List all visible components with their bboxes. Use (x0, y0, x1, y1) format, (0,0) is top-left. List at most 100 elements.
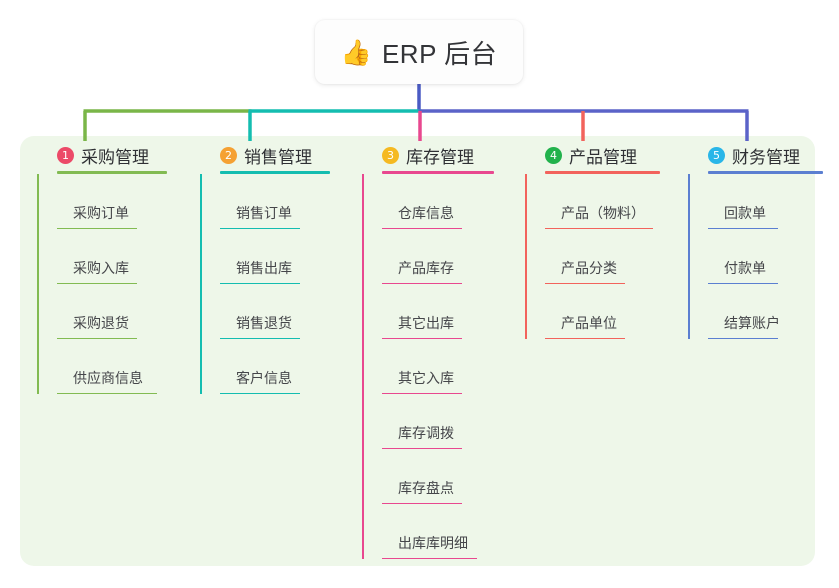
leaf-underline (708, 282, 778, 284)
leaf-item[interactable]: 其它出库 (382, 284, 474, 339)
leaf-item[interactable]: 产品（物料） (545, 174, 653, 229)
leaf-underline (220, 282, 300, 284)
leaf-underline (545, 282, 625, 284)
leaf-label: 采购入库 (73, 260, 129, 276)
leaf-label: 库存调拨 (398, 425, 454, 441)
leaf-label: 产品单位 (561, 315, 617, 331)
branch-header-underline (545, 171, 660, 174)
leaf-item[interactable]: 付款单 (708, 229, 800, 284)
leaf-label: 产品库存 (398, 260, 454, 276)
branch-column-sales: 2 销售管理销售订单销售出库销售退货客户信息 (200, 136, 330, 394)
leaf-underline (382, 282, 462, 284)
root-title: ERP 后台 (381, 38, 498, 69)
leaf-underline (708, 337, 778, 339)
branch-header-underline (57, 171, 167, 174)
leaf-item[interactable]: 回款单 (708, 174, 800, 229)
leaf-underline (57, 227, 137, 229)
branch-header-underline (708, 171, 823, 174)
leaf-label: 销售退货 (236, 315, 292, 331)
branch-spine (688, 174, 690, 339)
leaf-underline (545, 227, 653, 229)
branch-number-badge: 4 (545, 146, 562, 164)
leaf-label: 库存盘点 (398, 480, 454, 496)
leaf-underline (382, 392, 462, 394)
leaf-underline (382, 502, 462, 504)
leaf-item[interactable]: 其它入库 (382, 339, 474, 394)
leaf-label: 其它入库 (398, 370, 454, 386)
leaf-item[interactable]: 客户信息 (220, 339, 312, 394)
leaf-label: 出库库明细 (398, 535, 468, 551)
branch-number-badge: 1 (57, 146, 74, 164)
leaf-label: 客户信息 (236, 370, 292, 386)
branch-spine (362, 174, 364, 559)
leaf-underline (545, 337, 625, 339)
leaf-item[interactable]: 供应商信息 (57, 339, 157, 394)
leaf-item[interactable]: 销售订单 (220, 174, 312, 229)
leaf-label: 仓库信息 (398, 205, 454, 221)
leaf-label: 采购订单 (73, 205, 129, 221)
leaf-item[interactable]: 产品分类 (545, 229, 637, 284)
leaf-label: 销售出库 (236, 260, 292, 276)
leaf-underline (57, 392, 157, 394)
leaf-underline (220, 227, 300, 229)
branch-title: 销售管理 (244, 147, 312, 167)
branch-leaf-list-finance: 回款单付款单结算账户 (688, 174, 800, 339)
branch-column-product: 4 产品管理产品（物料） 产品分类产品单位 (525, 136, 660, 339)
thumbs-up-icon: 👍 (340, 38, 372, 67)
leaf-underline (382, 227, 462, 229)
leaf-item[interactable]: 库存调拨 (382, 394, 474, 449)
branch-column-finance: 5 财务管理回款单付款单结算账户 (688, 136, 823, 339)
leaf-label: 供应商信息 (73, 370, 143, 386)
leaf-label: 其它出库 (398, 315, 454, 331)
leaf-underline (382, 447, 462, 449)
branch-header-product[interactable]: 4 产品管理 (525, 136, 660, 174)
branch-header-inventory[interactable]: 3 库存管理 (362, 136, 494, 174)
branch-leaf-list-purchase: 采购订单采购入库采购退货供应商信息 (37, 174, 157, 394)
leaf-item[interactable]: 仓库信息 (382, 174, 474, 229)
branch-column-inventory: 3 库存管理仓库信息产品库存其它出库其它入库库存调拨库存盘点出库库明细 (362, 136, 494, 559)
branch-header-underline (220, 171, 330, 174)
leaf-label: 产品（物料） (561, 205, 645, 221)
branch-header-finance[interactable]: 5 财务管理 (688, 136, 823, 174)
leaf-label: 付款单 (724, 260, 766, 276)
branch-title: 库存管理 (406, 147, 474, 167)
leaf-label: 产品分类 (561, 260, 617, 276)
leaf-label: 结算账户 (724, 315, 780, 331)
leaf-item[interactable]: 销售出库 (220, 229, 312, 284)
branch-header-sales[interactable]: 2 销售管理 (200, 136, 330, 174)
diagram-panel (20, 136, 815, 566)
leaf-item[interactable]: 结算账户 (708, 284, 800, 339)
branch-title: 财务管理 (732, 147, 800, 167)
branch-leaf-list-sales: 销售订单销售出库销售退货客户信息 (200, 174, 312, 394)
branch-title: 产品管理 (569, 147, 637, 167)
branch-number-badge: 5 (708, 146, 725, 164)
branch-spine (37, 174, 39, 394)
root-node[interactable]: 👍 ERP 后台 (315, 20, 523, 84)
leaf-item[interactable]: 产品单位 (545, 284, 637, 339)
branch-number-badge: 3 (382, 146, 399, 164)
branch-spine (525, 174, 527, 339)
leaf-underline (382, 557, 477, 559)
branch-header-underline (382, 171, 494, 174)
leaf-item[interactable]: 采购入库 (57, 229, 149, 284)
branch-leaf-list-product: 产品（物料） 产品分类产品单位 (525, 174, 653, 339)
leaf-item[interactable]: 库存盘点 (382, 449, 474, 504)
leaf-label: 采购退货 (73, 315, 129, 331)
branch-number-badge: 2 (220, 146, 237, 164)
leaf-underline (382, 337, 462, 339)
leaf-item[interactable]: 销售退货 (220, 284, 312, 339)
leaf-item[interactable]: 采购退货 (57, 284, 149, 339)
leaf-underline (57, 337, 137, 339)
leaf-label: 回款单 (724, 205, 766, 221)
branch-leaf-list-inventory: 仓库信息产品库存其它出库其它入库库存调拨库存盘点出库库明细 (362, 174, 477, 559)
leaf-item[interactable]: 出库库明细 (382, 504, 477, 559)
leaf-underline (57, 282, 137, 284)
leaf-label: 销售订单 (236, 205, 292, 221)
leaf-underline (708, 227, 778, 229)
leaf-underline (220, 392, 300, 394)
leaf-item[interactable]: 采购订单 (57, 174, 149, 229)
leaf-item[interactable]: 产品库存 (382, 229, 474, 284)
